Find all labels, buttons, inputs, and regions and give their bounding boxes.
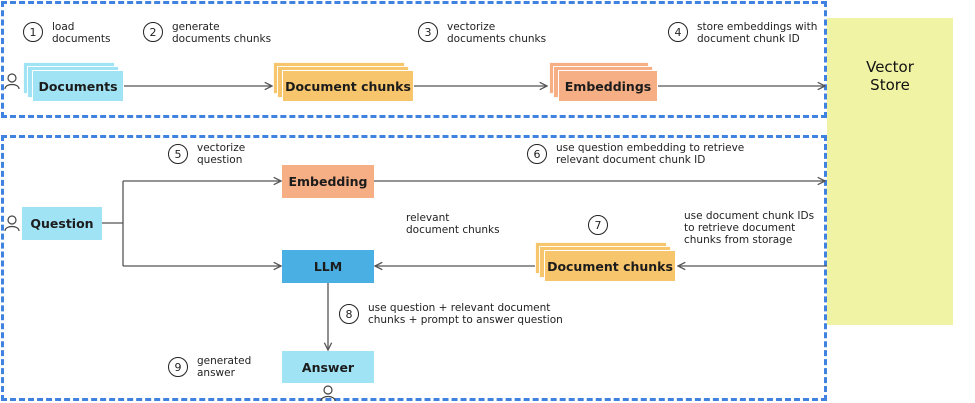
- step-number-badge: 4: [668, 22, 688, 42]
- indexing-group: [1, 1, 827, 118]
- question-label: Question: [30, 216, 94, 231]
- answer-label: Answer: [301, 359, 355, 375]
- answer-node: Answer: [282, 351, 374, 383]
- step-number-badge: 1: [23, 22, 43, 42]
- step-description: store embeddings with document chunk ID: [697, 21, 818, 45]
- step-number-badge: 5: [168, 144, 188, 164]
- document-chunks-top-label: Document chunks: [285, 78, 411, 94]
- llm-node: LLM: [282, 250, 374, 283]
- step-description: generated answer: [197, 355, 252, 379]
- step-number-badge: 2: [143, 22, 163, 42]
- vector-store: Vector Store: [827, 18, 953, 325]
- embedding-label: Embedding: [288, 174, 368, 189]
- step-description: vectorize question: [197, 142, 246, 166]
- document-chunks-top-node: Document chunks: [282, 70, 414, 102]
- step-description: use document chunk IDs to retrieve docum…: [684, 210, 815, 246]
- step-description: vectorize documents chunks: [447, 21, 547, 45]
- question-node: Question: [22, 207, 102, 240]
- user-icon: [320, 385, 336, 402]
- step-number-badge: 3: [418, 22, 438, 42]
- retrieval-group: [1, 135, 827, 401]
- embeddings-label: Embeddings: [564, 78, 652, 94]
- vector-store-label: Vector Store: [866, 58, 914, 94]
- step-description: load documents: [52, 21, 111, 45]
- user-icon: [4, 215, 20, 232]
- documents-node: Documents: [32, 70, 124, 102]
- llm-label: LLM: [313, 259, 343, 274]
- step-number-badge: 7: [588, 215, 608, 235]
- embeddings-node: Embeddings: [558, 70, 658, 102]
- step-description: generate documents chunks: [172, 21, 272, 45]
- step-number-badge: 6: [527, 144, 547, 164]
- step-number-badge: 9: [168, 357, 188, 377]
- step-description: use question + relevant document chunks …: [368, 302, 563, 326]
- documents-label: Documents: [38, 78, 118, 94]
- relevant-chunks-label: relevant document chunks: [406, 212, 500, 236]
- document-chunks-bottom-node: Document chunks: [544, 250, 676, 282]
- document-chunks-bottom-label: Document chunks: [547, 258, 673, 274]
- step-number-badge: 8: [339, 304, 359, 324]
- step-description: use question embedding to retrieve relev…: [556, 142, 745, 166]
- embedding-node: Embedding: [282, 165, 374, 198]
- user-icon: [4, 73, 20, 90]
